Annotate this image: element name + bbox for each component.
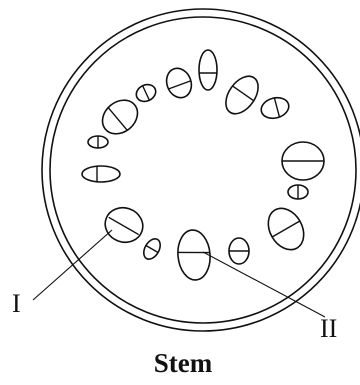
vascular-bundle bbox=[88, 136, 108, 148]
label-one-pointer bbox=[33, 230, 112, 300]
label-two-pointer bbox=[203, 252, 325, 317]
vascular-bundle bbox=[176, 229, 212, 282]
vascular-bundle bbox=[261, 202, 311, 256]
vascular-bundle bbox=[140, 236, 163, 262]
diagram-caption: Stem bbox=[154, 348, 213, 378]
label-two: II bbox=[320, 314, 337, 343]
vascular-bundle bbox=[259, 95, 291, 122]
vascular-bundle bbox=[100, 203, 147, 248]
vascular-bundle bbox=[134, 82, 159, 105]
vascular-bundle bbox=[282, 142, 324, 180]
vascular-bundle bbox=[82, 166, 120, 182]
vascular-bundle bbox=[229, 238, 249, 264]
vascular-bundle bbox=[219, 70, 264, 119]
vascular-bundle bbox=[199, 50, 217, 90]
vascular-bundle bbox=[288, 185, 308, 199]
label-one: I bbox=[12, 289, 21, 318]
vascular-bundle bbox=[163, 65, 196, 101]
vascular-bundle bbox=[96, 93, 144, 140]
